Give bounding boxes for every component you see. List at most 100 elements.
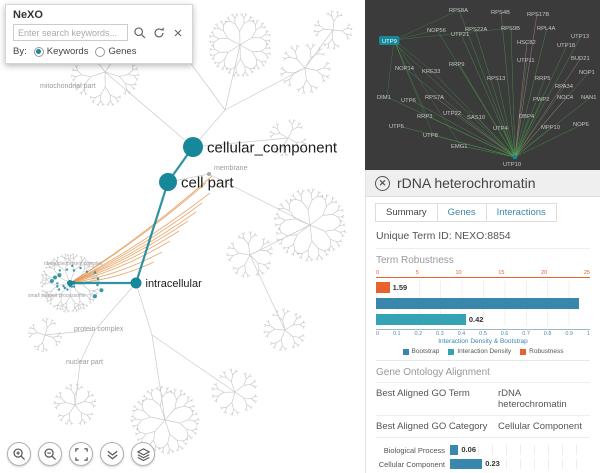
- network-node-label[interactable]: RRP9: [449, 62, 464, 68]
- network-node-label[interactable]: MPP10: [541, 125, 560, 131]
- ontology-tree-panel[interactable]: mitochondrial part membrane protein comple…: [0, 0, 365, 473]
- network-node-label[interactable]: KRE33: [422, 69, 440, 75]
- fit-to-screen-button[interactable]: [69, 442, 93, 466]
- network-node-label[interactable]: EMG1: [451, 144, 467, 150]
- tree-term-label[interactable]: mitochondrial part: [40, 83, 96, 90]
- tree-term-node[interactable]: [130, 277, 142, 289]
- legend-label: Robustness: [529, 348, 564, 355]
- detail-body: Unique Term ID: NEXO:8854 Term Robustnes…: [366, 222, 600, 473]
- legend-item: Interaction Density: [448, 348, 511, 355]
- network-node-label[interactable]: UTP6: [401, 98, 416, 104]
- zoom-out-button[interactable]: [38, 442, 62, 466]
- tree-term-label[interactable]: cell part: [181, 174, 234, 191]
- unique-term-id: Unique Term ID: NEXO:8854: [376, 224, 590, 249]
- network-node-label[interactable]: DBP4: [519, 114, 535, 120]
- network-node-label[interactable]: HSC82: [517, 40, 536, 46]
- network-node-label[interactable]: NOP56: [427, 28, 446, 34]
- network-node-label[interactable]: NOP14: [395, 66, 415, 72]
- network-node-label[interactable]: NAN1: [581, 95, 596, 101]
- interaction-network-canvas[interactable]: RPS8A RPS4B RPS17B UTP13 RPS9B RPS22A NOP56UTP…: [365, 0, 600, 170]
- tab-genes[interactable]: Genes: [438, 204, 487, 221]
- network-node-label[interactable]: RPS4B: [491, 10, 510, 16]
- term-detail-panel: ✕ rDNA heterochromatin Summary Genes Int…: [365, 170, 600, 473]
- zoom-in-icon: [12, 447, 25, 460]
- reset-search-button[interactable]: [151, 25, 166, 40]
- network-node-label[interactable]: RPS22A: [465, 27, 487, 33]
- network-node-label[interactable]: UTP4: [493, 126, 509, 132]
- clear-search-button[interactable]: [170, 25, 185, 40]
- network-node-label[interactable]: UTP18: [557, 43, 575, 49]
- search-row: [13, 24, 185, 41]
- search-mode-row: By: Keywords Genes: [13, 46, 185, 57]
- network-node-label[interactable]: NOC4: [557, 95, 574, 101]
- reset-icon: [153, 26, 164, 38]
- network-node-label[interactable]: RRP5: [535, 76, 550, 82]
- go-chart-category: Biological Process: [383, 445, 445, 455]
- network-node-label[interactable]: RPS17B: [527, 12, 549, 18]
- close-detail-button[interactable]: ✕: [375, 175, 390, 191]
- tree-term-label[interactable]: ribonucleoprotein complex: [44, 261, 103, 267]
- tree-term-node[interactable]: [159, 173, 177, 191]
- tree-term-label[interactable]: intracellular: [146, 278, 203, 290]
- network-node-label[interactable]: BUD21: [571, 56, 590, 62]
- network-node-label[interactable]: UTP22: [443, 111, 461, 117]
- radio-selected-icon: [33, 46, 44, 57]
- radio-unselected-icon: [95, 46, 106, 57]
- robustness-axis-caption: Interaction Density & Bootstrap: [438, 338, 528, 345]
- tree-term-label[interactable]: small subunit processome: [28, 293, 86, 299]
- network-node-label[interactable]: RPS8A: [449, 8, 468, 14]
- layers-icon: [136, 447, 150, 461]
- network-node-label[interactable]: UTP21: [451, 32, 469, 38]
- network-node-label[interactable]: UTP13: [571, 34, 589, 40]
- network-node-label[interactable]: RPS9B: [501, 26, 520, 32]
- network-node-label[interactable]: UTP10: [503, 162, 521, 168]
- tree-term-node[interactable]: [183, 137, 203, 157]
- tab-interactions[interactable]: Interactions: [496, 207, 546, 218]
- network-node-label[interactable]: RPA34: [555, 84, 574, 90]
- legend-label: Interaction Density: [457, 348, 512, 355]
- layers-button[interactable]: [131, 442, 155, 466]
- ontology-tree-canvas[interactable]: mitochondrial part membrane protein comple…: [0, 0, 365, 473]
- tree-term-label[interactable]: protein complex: [74, 326, 124, 333]
- network-node-label[interactable]: UTP8: [423, 133, 438, 139]
- robustness-bar-row: 0.42: [376, 313, 590, 326]
- legend-swatch: [448, 348, 455, 355]
- tree-term-label[interactable]: nuclear part: [66, 359, 103, 366]
- go-chart-value: 0.23: [485, 459, 500, 468]
- network-node-label[interactable]: UTP9: [382, 39, 397, 45]
- search-input[interactable]: [13, 24, 128, 41]
- network-node-label[interactable]: NOP1: [579, 70, 595, 76]
- go-chart-track: 0.23: [450, 459, 590, 469]
- network-node-label[interactable]: SAS10: [467, 115, 485, 121]
- bar-value-label: 1.59: [392, 283, 408, 292]
- network-node-label[interactable]: RPS13: [487, 76, 505, 82]
- view-toolbar: [7, 442, 155, 466]
- by-label: By:: [13, 46, 27, 57]
- zoom-in-button[interactable]: [7, 442, 31, 466]
- legend-swatch: [520, 348, 527, 355]
- network-node-label[interactable]: RPL4A: [537, 26, 556, 32]
- network-node-label[interactable]: UTP11: [517, 58, 535, 64]
- go-chart-bar: [450, 445, 459, 455]
- expand-hierarchy-icon: [106, 450, 118, 459]
- network-node-label[interactable]: PWP2: [533, 97, 549, 103]
- network-node-label[interactable]: RPS7A: [425, 95, 444, 101]
- tree-term-label[interactable]: cellular_component: [207, 139, 338, 156]
- robustness-bar: [376, 298, 580, 309]
- network-node-label[interactable]: UTP5: [389, 124, 404, 130]
- network-node-label[interactable]: NOP6: [573, 122, 589, 128]
- radio-keywords[interactable]: Keywords: [33, 46, 88, 57]
- tab-summary[interactable]: Summary: [376, 204, 438, 221]
- network-node-label[interactable]: RRP3: [417, 114, 432, 120]
- zoom-out-icon: [43, 447, 56, 460]
- radio-genes[interactable]: Genes: [95, 46, 136, 57]
- search-button[interactable]: [132, 25, 147, 40]
- go-chart-track: 0.06: [450, 445, 590, 455]
- expand-hierarchy-button[interactable]: [100, 442, 124, 466]
- tree-term-label[interactable]: membrane: [214, 165, 248, 172]
- network-node-label[interactable]: DIM1: [377, 95, 391, 101]
